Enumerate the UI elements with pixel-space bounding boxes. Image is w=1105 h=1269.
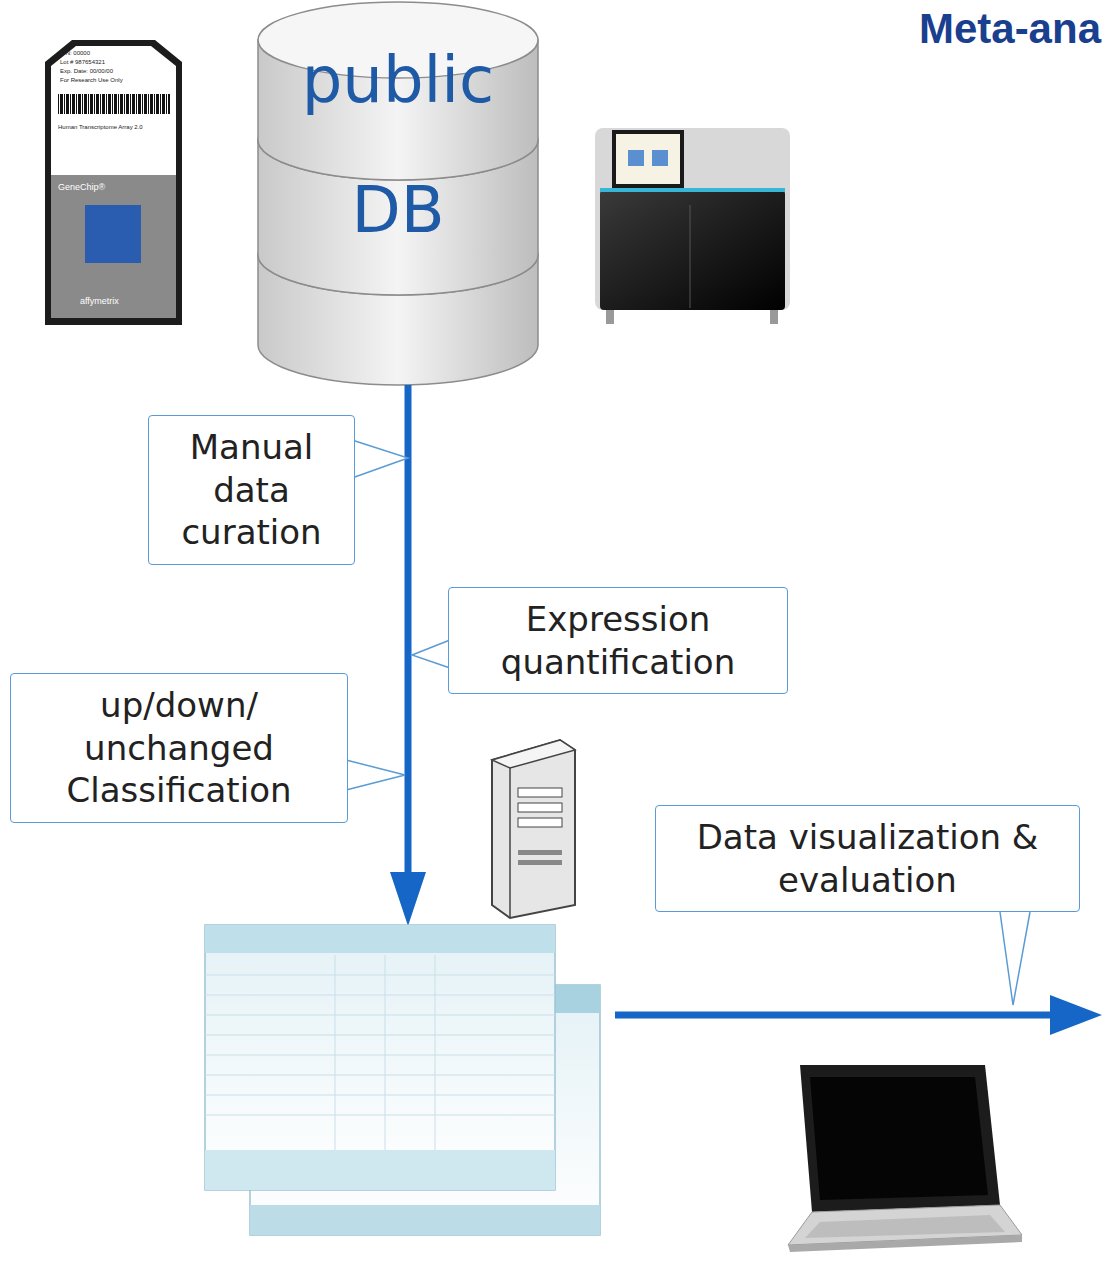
flow-arrow [615,995,1102,1035]
callout-text: Manual data curation [163,426,340,554]
chip-label: Lot # 987654321 [60,59,105,65]
callout-box: Data visualization & evaluation [655,805,1080,912]
chip-label: GeneChip® [58,182,105,192]
sequencer-instrument [595,128,790,324]
callout-box: Manual data curation [148,415,355,565]
chip-label: affymetrix [80,296,119,306]
callout-box: up/down/ unchanged Classification [10,673,348,823]
callout-box: Expression quantification [448,587,788,694]
database-node: publicDB [258,0,538,385]
callout-text: up/down/ unchanged Classification [25,684,333,812]
diagram-title: Meta-ana [919,6,1101,52]
chip-label: Human Transcriptome Array 2.0 [58,124,143,130]
chip-label: For Research Use Only [60,77,123,83]
table-sheets [205,925,600,1235]
chip-label: P/N: 00000 [60,50,90,56]
callout-tail [346,440,1030,1005]
database-label: DB [258,178,538,242]
database-cylinder [258,2,538,385]
chip-label: Exp. Date: 00/00/00 [60,68,113,74]
laptop [788,1065,1022,1252]
callout-text: Data visualization & evaluation [670,816,1065,901]
genechip-card [45,40,182,325]
server-tower [492,740,575,918]
callout-text: Expression quantification [463,598,773,683]
database-label: public [258,48,538,112]
